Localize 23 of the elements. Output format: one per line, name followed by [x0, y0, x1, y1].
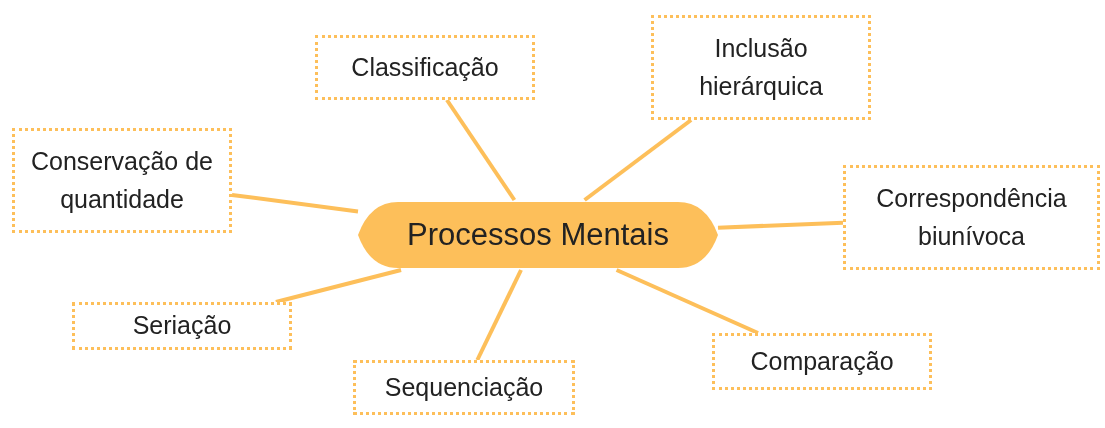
connector-line: [615, 268, 759, 335]
connector-line: [717, 220, 844, 230]
connector-line: [275, 268, 402, 304]
topic-label: Sequenciação: [384, 371, 544, 403]
topic-box: [315, 35, 535, 100]
topic-label: Inclusão hierárquica: [698, 33, 824, 102]
connector-line: [231, 192, 359, 214]
topic-box: [72, 302, 292, 350]
topic-label: Conservação de quantidade: [29, 146, 215, 215]
topic-box: [651, 15, 871, 120]
connector-line: [475, 269, 523, 361]
connector-line: [445, 98, 517, 202]
central-topic-shape: [358, 200, 718, 270]
central-topic-label: Processos Mentais: [407, 215, 669, 254]
topic-label: Comparação: [750, 345, 894, 377]
topic-box: [843, 165, 1100, 270]
topic-box: [712, 333, 932, 390]
topic-label: Correspondência biunívoca: [875, 183, 1068, 252]
connector-line: [583, 118, 693, 202]
topic-label: Seriação: [132, 310, 232, 342]
topic-label: Classificação: [351, 51, 499, 83]
topic-box: [353, 360, 575, 415]
topic-box: [12, 128, 232, 233]
